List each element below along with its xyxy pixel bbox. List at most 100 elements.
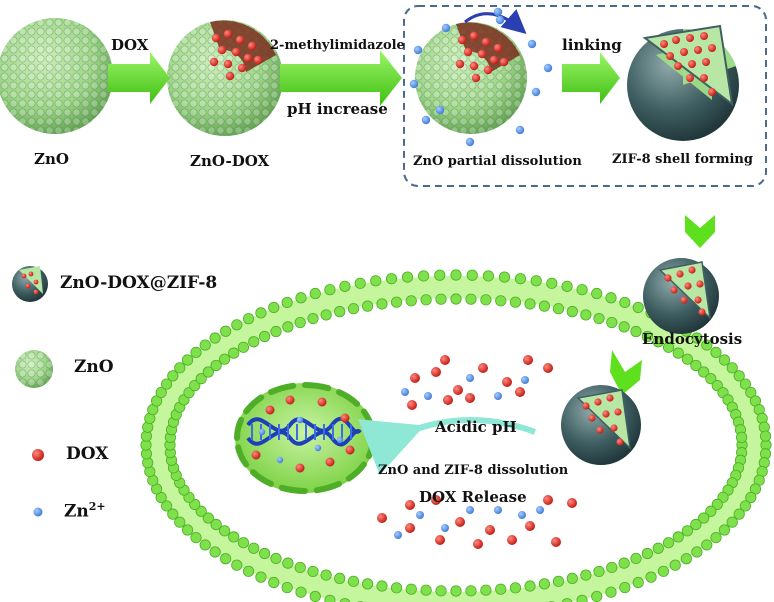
zn-dot [296,416,304,424]
dox-dot [435,535,445,545]
dox-dot [325,457,335,467]
lipid-head-outer [726,362,738,374]
lipid-head-outer [434,269,446,281]
lipid-head-inner [593,565,605,578]
dox-dot [440,355,450,365]
zn-dot [536,506,544,514]
lipid-head-inner [566,306,578,318]
lipid-head-inner [480,584,492,596]
lipid-head-outer [514,273,527,285]
dox-dot [223,29,233,39]
lipid-head-inner [376,298,388,310]
lipid-head-outer [150,395,163,407]
lipid-head-outer [482,270,495,282]
lipid-head-inner [347,303,360,315]
lipid-head-outer [726,516,738,528]
dox-dot [674,62,682,70]
lipid-head-inner [495,295,507,307]
dox-dot [340,413,350,423]
lipid-head-inner [237,341,250,353]
lipid-head-outer [255,307,267,319]
dox-dot [211,33,221,43]
lipid-head-outer [209,546,221,558]
dox-dot [223,59,233,69]
lipid-head-inner [334,572,346,584]
dox-dot [543,363,553,373]
membrane-band [147,276,765,602]
released-ions [377,355,577,549]
lipid-head-inner [705,505,717,517]
dox-dot [708,44,716,52]
lipid-head-inner [450,585,462,597]
zn-dot [394,531,402,539]
lipid-head-inner [495,583,507,595]
dox-dot [700,74,708,82]
legend-shell-icon [12,266,48,302]
legend-label-zn: Zn2+ [64,500,106,522]
lipid-head-outer [591,590,603,602]
lipid-head-outer [268,576,280,589]
lipid-head-outer [710,531,722,544]
dox-dot [431,367,441,377]
zn-dot [543,63,553,73]
dox-dot [489,55,499,65]
lipid-head-outer [199,539,211,551]
dox-dot [483,65,493,75]
dox-dot [606,394,614,402]
cell-membrane [140,269,772,602]
legend-zno-icon [15,350,53,388]
lipid-head-inner [405,583,417,595]
lipid-head-inner [681,525,693,537]
dox-dot [443,395,453,405]
lipid-head-inner [465,293,477,305]
dox-dot [251,450,261,460]
lipid-head-outer [242,565,255,577]
lipid-head-outer [220,325,232,337]
lipid-head-inner [362,578,374,590]
dox-dot [25,283,31,289]
dox-dot [225,71,235,81]
zn-dot [515,125,525,135]
lipid-head-outer [255,571,267,583]
lipid-head-outer [718,524,731,536]
zn-dot [435,105,445,115]
dox-dot [377,513,387,523]
lipid-head-inner [435,585,447,597]
lipid-head-outer [339,598,351,602]
nucleus-envelope-segment [234,416,245,441]
lipid-head-inner [334,306,346,318]
dox-dot [265,405,275,415]
dox-dot [477,49,487,59]
lipid-head-outer [576,284,588,296]
zn-dot [518,511,526,519]
lipid-head-inner [237,537,250,549]
legend-zn-dot [33,507,43,517]
lipid-head-outer [605,292,617,304]
lipid-head-outer [220,553,232,565]
lipid-head-inner [282,321,294,333]
lipid-head-outer [498,271,511,283]
lipid-head-inner [524,298,536,310]
nucleus-envelope-segment [336,389,361,407]
lipid-head-inner [672,531,684,543]
dox-dot [594,398,602,406]
lipid-head-outer [295,586,307,598]
lipid-head-inner [630,552,642,565]
zn-dot [531,87,541,97]
lipid-head-outer [749,483,762,495]
lipid-head-outer [309,590,321,602]
lipid-head-inner [652,336,664,348]
zn-dot [466,374,474,382]
lipid-head-outer [181,354,194,366]
dox-dot [602,410,610,418]
nucleus-envelope-segment [302,382,332,392]
lipid-head-outer [190,346,202,359]
lipid-head-outer [417,270,430,282]
nucleus [234,382,376,494]
dox-dot [473,539,483,549]
lipid-head-outer [591,287,603,300]
lipid-head-inner [270,552,282,565]
lipid-head-outer [174,362,186,374]
lipid-head-outer [450,269,462,281]
